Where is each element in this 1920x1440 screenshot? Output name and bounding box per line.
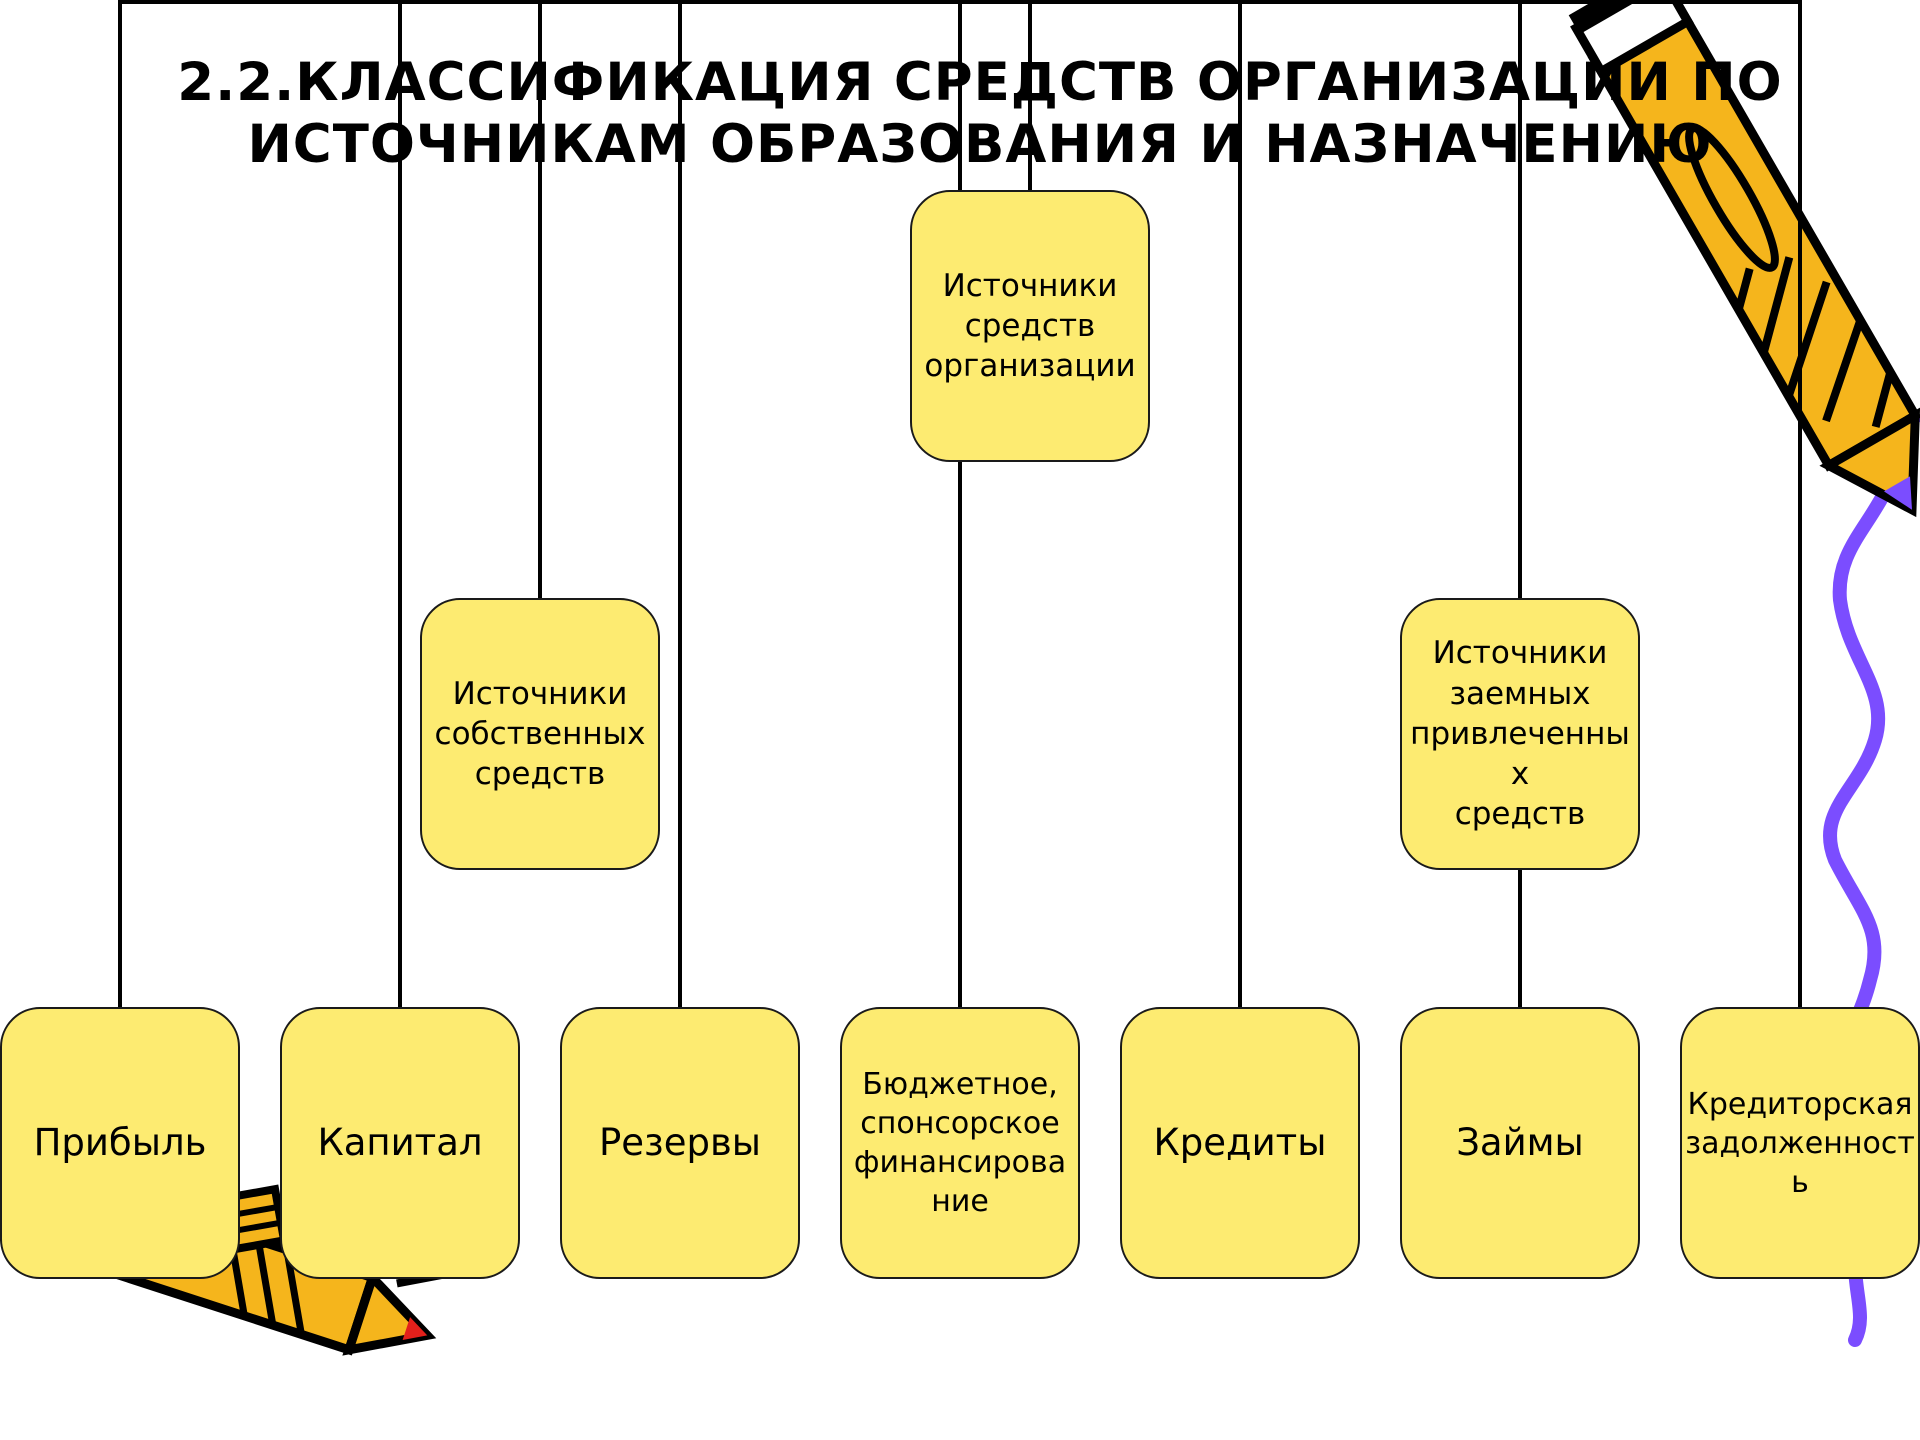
leaf-node-label: Резервы <box>598 1120 762 1164</box>
leaf-node-label: Прибыль <box>33 1120 207 1164</box>
leaf-node-payables: Кредиторская задолженност ь <box>1680 1007 1920 1279</box>
group-node-borrowed-sources: Источники заемных привлеченны х средств <box>1400 598 1640 870</box>
slide-title: 2.2.КЛАССИФИКАЦИЯ СРЕДСТВ ОРГАНИЗАЦИИ ПО… <box>170 52 1790 176</box>
pencil-icon <box>1568 0 1920 518</box>
group-node-label: Источники собственных средств <box>434 675 646 793</box>
leaf-node-label: Кредиторская задолженност ь <box>1685 1086 1915 1200</box>
connector-lines <box>118 0 1802 1007</box>
leaf-node-reserves: Резервы <box>560 1007 800 1279</box>
group-node-label: Источники заемных привлеченны х средств <box>1410 635 1630 833</box>
group-node-own-sources: Источники собственных средств <box>420 598 660 870</box>
root-node-label: Источники средств организации <box>924 267 1136 385</box>
leaf-node-label: Капитал <box>317 1120 483 1164</box>
root-node-sources: Источники средств организации <box>910 190 1150 462</box>
leaf-node-label: Займы <box>1456 1120 1584 1164</box>
leaf-node-label: Бюджетное, спонсорское финансирова ние <box>853 1067 1067 1219</box>
leaf-node-loans: Займы <box>1400 1007 1640 1279</box>
slide-title-line-2: ИСТОЧНИКАМ ОБРАЗОВАНИЯ И НАЗНАЧЕНИЮ <box>247 114 1713 175</box>
leaf-node-capital: Капитал <box>280 1007 520 1279</box>
slide-title-line-1: 2.2.КЛАССИФИКАЦИЯ СРЕДСТВ ОРГАНИЗАЦИИ ПО <box>177 52 1783 113</box>
leaf-node-budget-funding: Бюджетное, спонсорское финансирова ние <box>840 1007 1080 1279</box>
leaf-node-profit: Прибыль <box>0 1007 240 1279</box>
leaf-node-label: Кредиты <box>1153 1120 1327 1164</box>
leaf-node-credits: Кредиты <box>1120 1007 1360 1279</box>
